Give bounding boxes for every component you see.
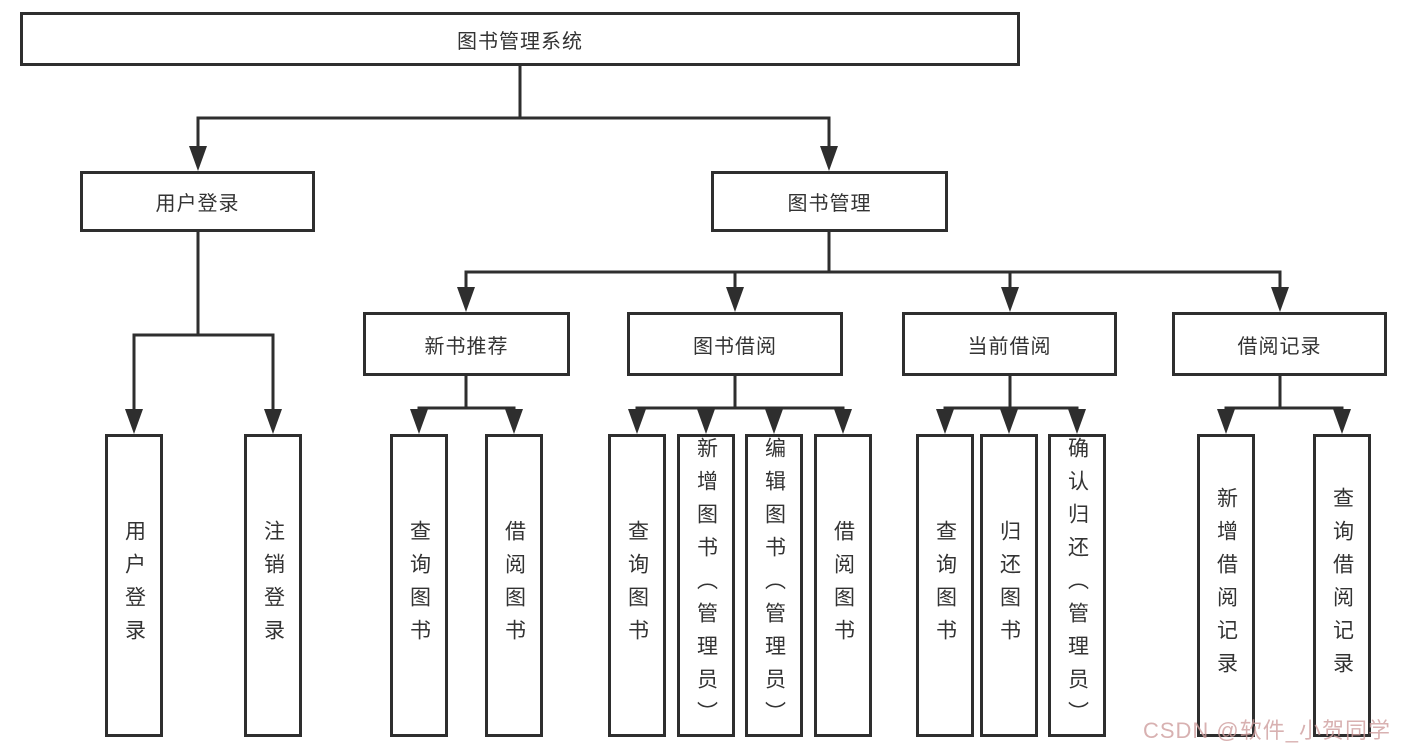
node-user-login: 用户登录: [80, 171, 315, 232]
node-label: 查询借阅记录: [1330, 486, 1354, 685]
node-library-management-system: 图书管理系统: [20, 12, 1020, 66]
node-book-management: 图书管理: [711, 171, 948, 232]
arrowhead-icons: [125, 146, 1351, 434]
leaf-query-books: 查询图书: [608, 434, 666, 737]
node-label: 编辑图书（管理员）: [762, 437, 786, 734]
leaf-borrow-books: 借阅图书: [814, 434, 872, 737]
node-label: 新增图书（管理员）: [694, 437, 718, 734]
leaf-query-borrow-record: 查询借阅记录: [1313, 434, 1371, 737]
leaf-borrow-books-recommend: 借阅图书: [485, 434, 543, 737]
leaf-confirm-return-admin: 确认归还（管理员）: [1048, 434, 1106, 737]
leaf-add-borrow-record: 新增借阅记录: [1197, 434, 1255, 737]
node-label: 借阅图书: [502, 519, 526, 652]
node-label: 归还图书: [997, 519, 1021, 652]
node-label: 图书借阅: [693, 335, 777, 358]
node-label: 新增借阅记录: [1214, 486, 1238, 685]
node-label: 借阅图书: [831, 519, 855, 652]
leaf-query-books-current: 查询图书: [916, 434, 974, 737]
node-new-book-recommend: 新书推荐: [363, 312, 570, 376]
node-label: 查询图书: [625, 519, 649, 652]
leaf-user-login: 用户登录: [105, 434, 163, 737]
node-label: 确认归还（管理员）: [1065, 437, 1089, 734]
leaf-edit-books-admin: 编辑图书（管理员）: [745, 434, 803, 737]
node-label: 用户登录: [122, 519, 146, 652]
node-label: 用户登录: [155, 193, 240, 215]
node-label: 图书管理系统: [457, 30, 583, 53]
leaf-add-books-admin: 新增图书（管理员）: [677, 434, 735, 737]
node-borrowing-records: 借阅记录: [1172, 312, 1387, 376]
leaf-return-books: 归还图书: [980, 434, 1038, 737]
node-label: 新书推荐: [424, 335, 509, 358]
node-label: 查询图书: [933, 519, 957, 652]
node-label: 当前借阅: [967, 335, 1052, 358]
csdn-watermark: CSDN @软件_小贺同学: [1142, 718, 1391, 743]
leaf-logout: 注销登录: [244, 434, 302, 737]
node-current-borrowing: 当前借阅: [902, 312, 1117, 376]
node-book-borrowing: 图书借阅: [627, 312, 843, 376]
node-label: 借阅记录: [1237, 335, 1322, 358]
node-label: 注销登录: [261, 519, 285, 652]
leaf-query-books-recommend: 查询图书: [390, 434, 448, 737]
node-label: 图书管理: [787, 193, 872, 215]
node-label: 查询图书: [407, 519, 431, 652]
